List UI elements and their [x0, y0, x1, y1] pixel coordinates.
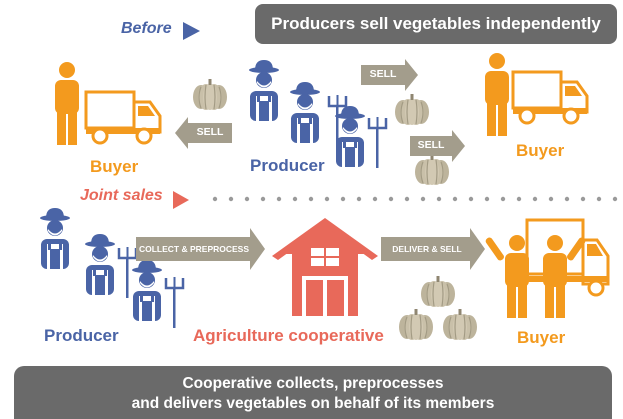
pumpkin-icon: [192, 78, 228, 111]
coop-label: Agriculture cooperative: [193, 326, 384, 345]
pumpkin-icon: [420, 275, 456, 308]
joint-play-icon: [173, 191, 189, 209]
joint-sales-label: Joint sales: [80, 187, 163, 204]
pumpkin-icon: [414, 153, 450, 186]
producer-joint-label: Producer: [44, 326, 119, 345]
before-label: Before: [121, 20, 172, 37]
buyer-left-label: Buyer: [90, 157, 139, 176]
before-play-icon: [183, 22, 200, 40]
deliver-arrow-label: DELIVER & SELL: [392, 244, 462, 254]
joint-banner-line1: Cooperative collects, preprocesses: [182, 375, 444, 392]
sell-arrow-top-label: SELL: [369, 68, 397, 80]
pumpkin-icon: [394, 93, 430, 126]
sell-arrow-left-label: SELL: [196, 126, 224, 138]
buyer-right-icon: [485, 53, 589, 136]
barn-icon: [272, 218, 378, 316]
buyer-right-label: Buyer: [516, 141, 565, 160]
before-banner: Producers sell vegetables independently: [255, 4, 617, 44]
collect-arrow-label: COLLECT & PREPROCESS: [138, 244, 250, 254]
producer-group-joint-icon: [40, 208, 185, 330]
collect-arrow: [136, 228, 265, 270]
buyer-joint-icon: [485, 218, 610, 318]
pumpkin-icon: [442, 308, 478, 341]
sell-arrow-bottom-label: SELL: [417, 139, 445, 151]
sell-arrow-left: [175, 117, 232, 149]
before-banner-text: Producers sell vegetables independently: [271, 14, 601, 33]
buyer-left-icon: [55, 62, 162, 145]
producer-before-label: Producer: [250, 156, 325, 175]
pumpkin-icon: [398, 308, 434, 341]
sell-arrow-bottom: [410, 130, 465, 162]
joint-banner: Cooperative collects, preprocesses and d…: [14, 366, 612, 419]
sell-arrow-top: [361, 59, 418, 91]
buyer-joint-label: Buyer: [517, 328, 566, 347]
joint-banner-line2: and delivers vegetables on behalf of its…: [131, 395, 495, 412]
dotted-divider: [212, 196, 618, 202]
deliver-arrow: [381, 228, 485, 270]
